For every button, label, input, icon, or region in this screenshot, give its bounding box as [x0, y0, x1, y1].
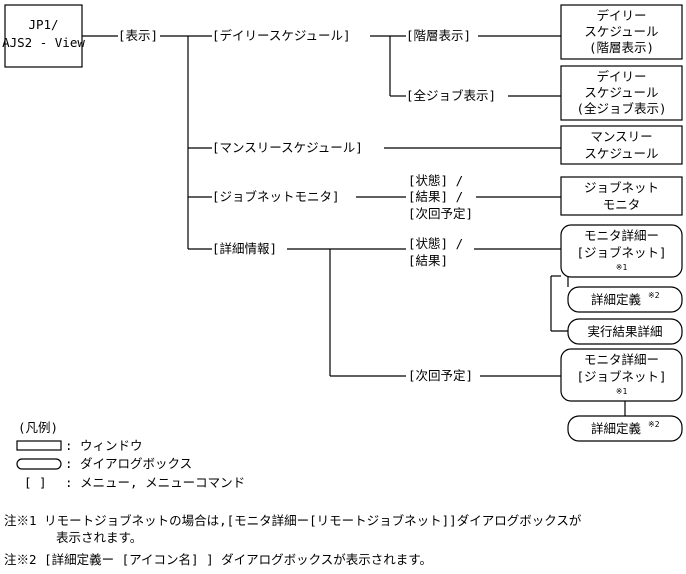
svg-text:モニタ: モニタ [603, 197, 641, 212]
svg-text:モニタ詳細ー: モニタ詳細ー [584, 352, 659, 367]
menu-hierarchy-view: [階層表示] [406, 28, 471, 43]
root-title-line1: JP1/ [28, 17, 58, 32]
menu-display: [表示] [118, 28, 158, 43]
svg-text:[ジョブネット]: [ジョブネット] [576, 245, 666, 260]
svg-text:※2: ※2 [648, 420, 660, 429]
svg-text:[ジョブネット]: [ジョブネット] [576, 369, 666, 384]
svg-text:デイリー: デイリー [596, 69, 646, 84]
root-window-jp1-ajs2-view: JP1/ AJS2 - View [2, 4, 85, 68]
menu-monthly-schedule: [マンスリースケジュール] [212, 140, 363, 155]
connector-lines [82, 35, 626, 416]
legend-menu-symbol: [ ] [24, 475, 47, 490]
dialog-detail-definition-1: 詳細定義 ※2 [567, 286, 683, 313]
window-daily-hierarchy: デイリー スケジュール (階層表示) [560, 4, 683, 60]
footnote-1-mark: 注※1 [4, 513, 37, 528]
svg-text:スケジュール: スケジュール [584, 85, 658, 100]
svg-text:※2: ※2 [648, 291, 660, 300]
svg-text:(階層表示): (階層表示) [589, 40, 654, 55]
svg-text:マンスリー: マンスリー [590, 129, 652, 144]
svg-text:(全ジョブ表示): (全ジョブ表示) [576, 101, 666, 116]
svg-text:※1: ※1 [616, 387, 628, 396]
legend-window-symbol [16, 440, 62, 451]
menu-status-a: [状態] / [408, 173, 463, 188]
menu-detail-status: [状態] / [408, 236, 463, 251]
legend-dialog-symbol [16, 458, 62, 470]
legend-dialog-label: : ダイアログボックス [65, 456, 192, 471]
menu-daily-schedule: [デイリースケジュール] [212, 28, 351, 43]
svg-text:スケジュール: スケジュール [584, 24, 658, 39]
menu-jobnet-monitor: [ジョブネットモニタ] [212, 189, 340, 204]
window-daily-all-jobs: デイリー スケジュール (全ジョブ表示) [560, 65, 683, 121]
legend: (凡例) : ウィンドウ : ダイアログボックス [ ] : メニュー, メニュ… [16, 420, 245, 490]
dialog-monitor-detail-jobnet-2: モニタ詳細ー [ジョブネット] ※1 [560, 348, 683, 402]
window-jobnet-monitor: ジョブネット モニタ [560, 176, 683, 216]
footnote-2: 注※2 [詳細定義ー [アイコン名] ] ダイアログボックスが表示されます。 [4, 551, 432, 568]
svg-text:詳細定義: 詳細定義 [591, 292, 642, 307]
menu-result-a: [結果] / [408, 189, 463, 204]
dialog-execution-result-detail: 実行結果詳細 [567, 318, 683, 345]
dialog-monitor-detail-jobnet-1: モニタ詳細ー [ジョブネット] ※1 [560, 224, 683, 278]
menu-all-jobs-view: [全ジョブ表示] [406, 88, 496, 103]
legend-title: (凡例) [18, 420, 58, 435]
svg-text:実行結果詳細: 実行結果詳細 [587, 324, 662, 339]
svg-text:ジョブネット: ジョブネット [584, 180, 659, 195]
footnote-2-text: [詳細定義ー [アイコン名] ] ダイアログボックスが表示されます。 [44, 552, 432, 567]
root-title-line2: AJS2 - View [2, 35, 85, 50]
svg-text:スケジュール: スケジュール [584, 146, 658, 161]
legend-menu-label: : メニュー, メニューコマンド [65, 475, 245, 490]
legend-window-label: : ウィンドウ [65, 438, 143, 453]
dialog-detail-definition-2: 詳細定義 ※2 [567, 415, 683, 442]
menu-next-schedule-a: [次回予定] [408, 206, 473, 221]
footnote-1-continued: 表示されます。 [56, 530, 143, 545]
svg-text:詳細定義: 詳細定義 [591, 421, 642, 436]
menu-detail-info: [詳細情報] [212, 241, 277, 256]
menu-detail-result: [結果] [408, 253, 448, 268]
footnote-2-mark: 注※2 [4, 552, 37, 567]
footnote-1-text: リモートジョブネットの場合は,[モニタ詳細ー[リモートジョブネット]]ダイアログ… [44, 513, 582, 528]
window-monthly-schedule: マンスリー スケジュール [560, 125, 683, 165]
svg-text:モニタ詳細ー: モニタ詳細ー [584, 228, 659, 243]
svg-text:※1: ※1 [616, 263, 628, 272]
menu-detail-next-schedule: [次回予定] [408, 368, 473, 383]
footnote-1: 注※1 リモートジョブネットの場合は,[モニタ詳細ー[リモートジョブネット]]ダ… [4, 512, 581, 529]
svg-text:デイリー: デイリー [596, 8, 646, 23]
